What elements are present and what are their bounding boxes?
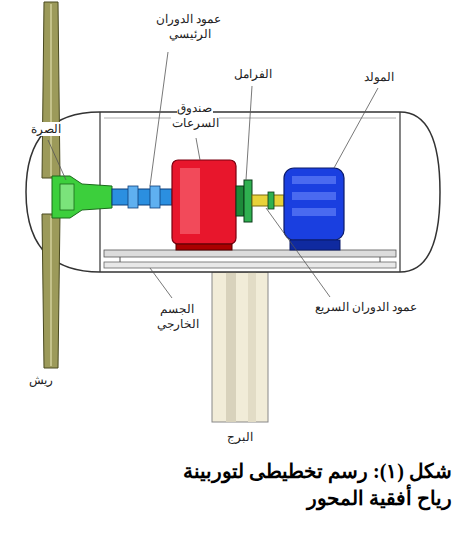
part-label: عمود الدوران السريع [286,300,446,315]
part-label: البرج [212,430,268,445]
part-label: صندوق السرعات [158,101,232,131]
base-frame [104,250,396,268]
part-label: عمود الدوران الرئيسي [146,12,232,42]
brake [236,180,252,222]
label-text: الفرامل [233,67,273,81]
label-text: المولد [363,70,395,84]
tower [212,272,268,422]
label-text: الصرة [30,122,62,136]
nacelle-housing [26,112,440,272]
hub [52,176,112,218]
label-text: ريش [28,373,54,387]
label-text: عمود الدوران السريع [314,300,418,314]
part-label: الجسم الخارجي [144,302,210,332]
main-shaft [112,186,172,208]
part-label: الصرة [18,122,74,137]
gearbox [172,160,236,250]
part-label: ريش [18,373,64,388]
figure-caption: شكل (١): رسم تخطيطى لتوربينة رياح أفقية … [160,458,452,512]
label-text: صندوق السرعات [171,101,219,130]
part-label: المولد [352,70,406,85]
label-text: عمود الدوران الرئيسي [156,12,222,41]
generator [284,168,344,250]
fast-shaft [252,192,284,209]
label-text: الجسم الخارجي [156,302,199,331]
leader-lines [48,52,378,298]
part-label: الفرامل [226,67,280,82]
label-text: البرج [226,430,254,444]
